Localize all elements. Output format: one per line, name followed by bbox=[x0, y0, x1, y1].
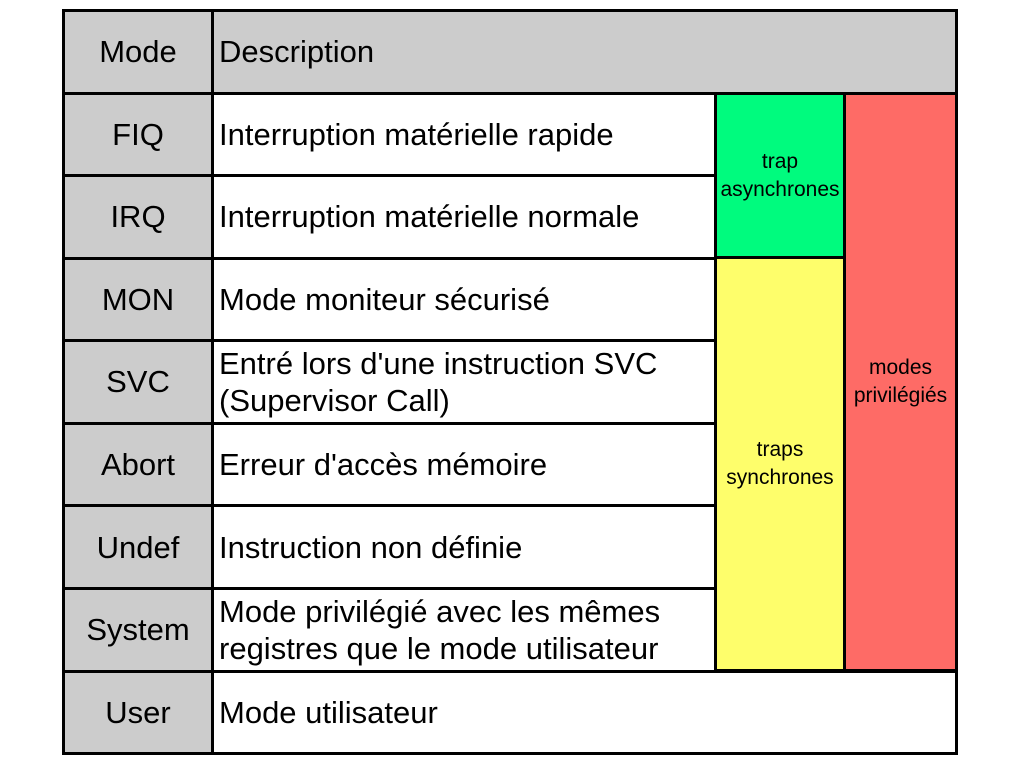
mode-cell: User bbox=[65, 672, 214, 753]
mode-cell: FIQ bbox=[65, 94, 214, 175]
description-cell: Mode utilisateur bbox=[214, 672, 955, 753]
mode-cell: MON bbox=[65, 259, 214, 340]
trap-asynchrones-label: trap asynchrones bbox=[720, 149, 840, 201]
table-row-user: User Mode utilisateur bbox=[65, 669, 955, 753]
mode-column-header: Mode bbox=[65, 12, 214, 92]
mode-cell: Undef bbox=[65, 507, 214, 587]
header-row: Mode Description bbox=[65, 12, 955, 92]
description-column-header: Description bbox=[214, 12, 955, 92]
modes-privilegies-overlay: modes privilégiés bbox=[843, 92, 958, 672]
modes-privilegies-label: modes privilégiés bbox=[853, 356, 948, 407]
traps-synchrones-overlay: traps synchrones bbox=[714, 259, 846, 672]
mode-cell: Abort bbox=[65, 424, 214, 505]
traps-synchrones-label: traps synchrones bbox=[726, 438, 834, 489]
trap-asynchrones-overlay: trap asynchrones bbox=[714, 92, 846, 259]
mode-cell: IRQ bbox=[65, 177, 214, 257]
mode-cell: System bbox=[65, 589, 214, 670]
mode-cell: SVC bbox=[65, 342, 214, 422]
